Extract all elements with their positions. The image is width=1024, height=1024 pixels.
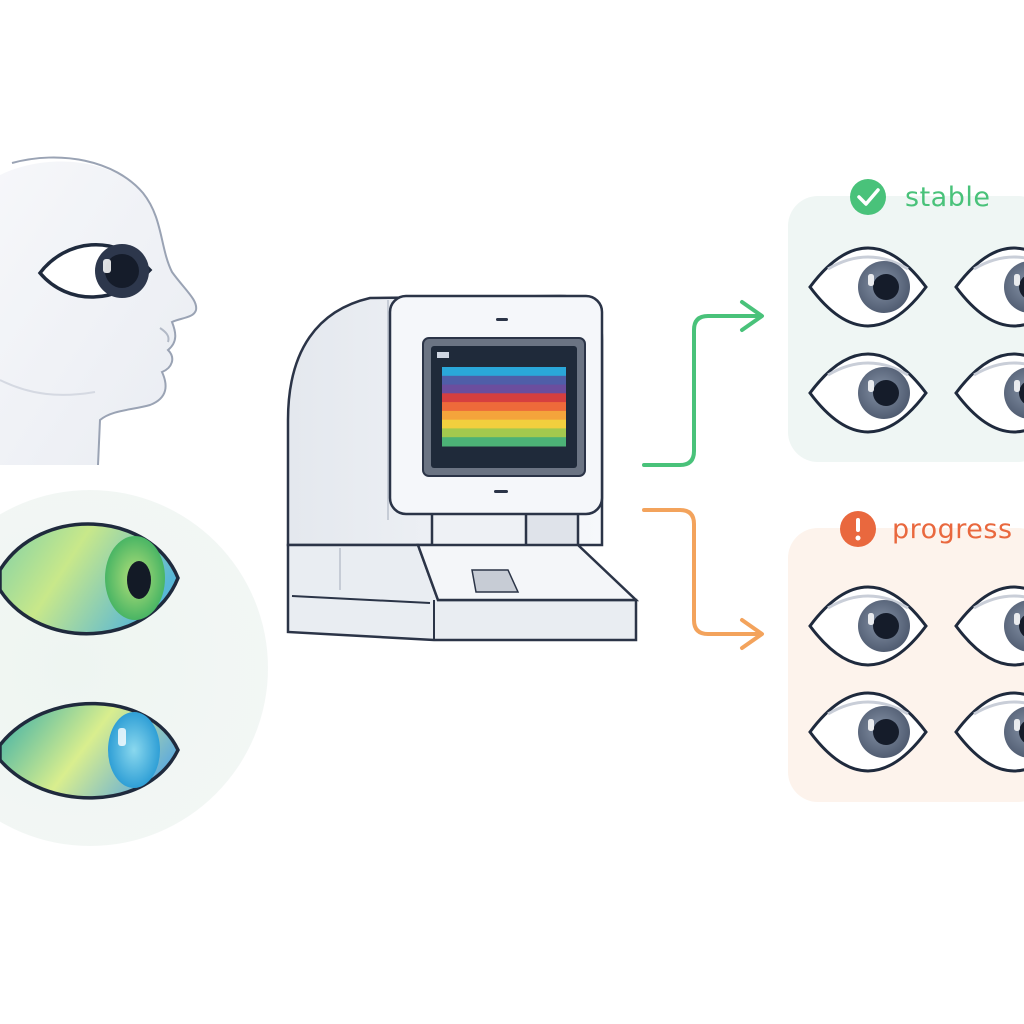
screen-band	[442, 367, 566, 377]
progress-eye-grid	[808, 585, 1024, 773]
head-profile	[0, 156, 198, 466]
screen-band	[442, 402, 566, 412]
eye-icon	[808, 352, 928, 434]
eye-icon	[808, 585, 928, 667]
screen-indicator-icon	[437, 352, 449, 358]
stable-label: stable	[905, 182, 991, 213]
screen-band	[442, 437, 566, 447]
arrowhead-progress	[740, 618, 764, 650]
screen-band	[442, 428, 566, 438]
screen-band	[442, 410, 566, 421]
checkmark-icon	[850, 179, 886, 215]
eye-icon	[954, 246, 1024, 328]
eye-icon	[954, 352, 1024, 434]
stable-eye-grid	[808, 246, 1024, 434]
eye-icon	[954, 691, 1024, 773]
screen-band	[442, 393, 566, 403]
arrow-to-stable	[642, 314, 762, 467]
oct-scanner	[286, 294, 640, 642]
screen-band	[442, 419, 566, 429]
screen-band	[442, 375, 566, 386]
screen-band	[442, 384, 566, 394]
head-eye	[37, 243, 153, 299]
progress-label: progress	[892, 514, 1013, 545]
arrowhead-stable	[740, 300, 764, 332]
scan-result-bands	[442, 367, 566, 447]
chin-rest	[471, 569, 520, 593]
eye-model-circle	[0, 490, 268, 846]
eye-icon	[808, 691, 928, 773]
eye-icon	[808, 246, 928, 328]
arrow-to-progress	[642, 508, 762, 636]
eye-icon	[954, 585, 1024, 667]
exclamation-icon	[840, 511, 876, 547]
